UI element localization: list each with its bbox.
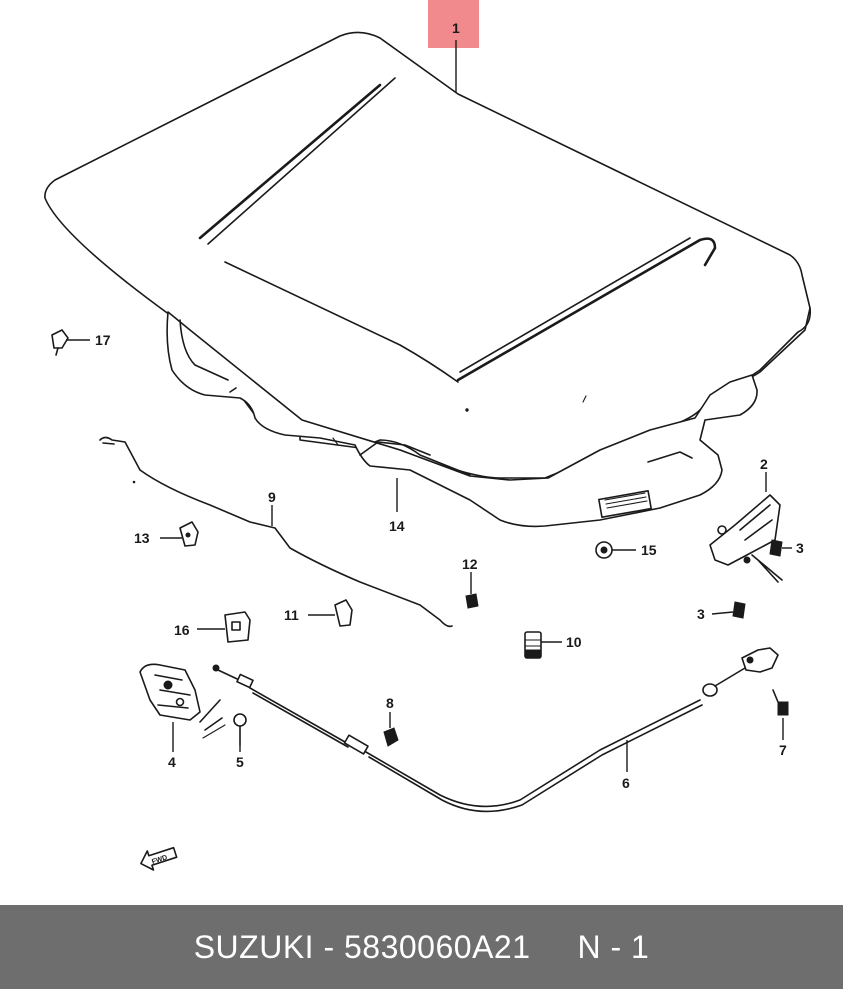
screw-5[interactable] xyxy=(233,713,247,746)
clip-17[interactable] xyxy=(51,329,69,356)
footer-separator: - xyxy=(314,928,344,965)
callout-6: 6 xyxy=(622,775,630,791)
callout-7: 7 xyxy=(779,742,787,758)
callout-2: 2 xyxy=(760,456,768,472)
hood-hinge[interactable] xyxy=(709,494,783,583)
hood-latch[interactable] xyxy=(139,663,226,739)
leader-3b xyxy=(711,611,734,615)
callout-17: 17 xyxy=(95,332,111,348)
callout-1: 1 xyxy=(452,20,460,36)
clip-11[interactable] xyxy=(334,599,353,627)
forward-arrow-label: FWD xyxy=(151,854,168,866)
callout-14: 14 xyxy=(389,518,405,534)
clip-8[interactable] xyxy=(383,727,399,747)
footer-spacer xyxy=(531,929,578,966)
clip-15[interactable] xyxy=(595,541,613,559)
hood-panel[interactable] xyxy=(44,31,812,479)
callout-3-lower: 3 xyxy=(697,606,705,622)
callout-11: 11 xyxy=(284,607,299,623)
bracket-16[interactable] xyxy=(224,611,251,643)
callout-4: 4 xyxy=(168,754,176,770)
hood-support-rod[interactable] xyxy=(99,436,453,628)
footer-brand: SUZUKI xyxy=(193,928,315,965)
callout-5: 5 xyxy=(236,754,244,770)
callout-9: 9 xyxy=(268,489,276,505)
callout-16: 16 xyxy=(174,622,190,638)
highlighted-part-marker xyxy=(428,0,479,48)
forward-arrow-icon: FWD xyxy=(140,846,178,871)
bumper-10[interactable] xyxy=(524,631,542,659)
bolt-3-upper[interactable] xyxy=(769,539,783,557)
hood-inner-panel[interactable] xyxy=(166,311,758,528)
hood-release-cable[interactable] xyxy=(212,647,779,813)
callout-8: 8 xyxy=(386,695,394,711)
callout-12: 12 xyxy=(462,556,478,572)
callout-10: 10 xyxy=(566,634,582,650)
screw-7[interactable] xyxy=(772,689,789,716)
exploded-parts-diagram: 1 2 3 3 4 5 6 7 8 9 10 11 12 13 14 15 16… xyxy=(44,20,812,871)
callout-3-upper: 3 xyxy=(796,540,804,556)
callout-13: 13 xyxy=(134,530,150,546)
bolt-3-lower[interactable] xyxy=(732,601,746,619)
diagram-canvas: 1 2 3 3 4 5 6 7 8 9 10 11 12 13 14 15 16… xyxy=(44,20,812,871)
grommet-12[interactable] xyxy=(465,593,479,609)
clip-13[interactable] xyxy=(179,521,199,547)
footer-note: N - 1 xyxy=(577,928,650,965)
footer-bar: SUZUKI - 5830060A21 N - 1 xyxy=(0,905,843,989)
callout-15: 15 xyxy=(641,542,657,558)
footer-part-number: 5830060A21 xyxy=(343,928,531,965)
